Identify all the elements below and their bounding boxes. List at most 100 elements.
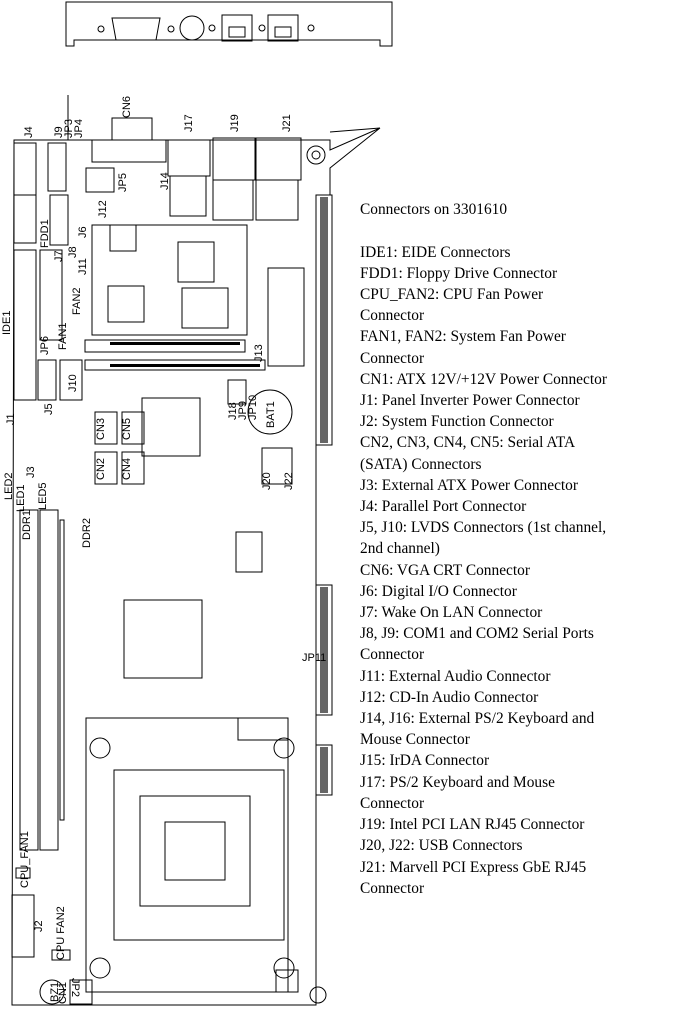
legend-entry: CN1: ATX 12V/+12V Power Connector	[360, 370, 607, 388]
legend-entry: J19: Intel PCI LAN RJ45 Connector	[360, 816, 585, 834]
label-j17: J17	[183, 114, 195, 132]
legend-entry: IDE1: EIDE Connectors	[360, 243, 511, 261]
label-led5: LED5	[37, 482, 49, 510]
label-jp9: JP9	[237, 401, 249, 420]
pci-edge-2	[315, 584, 333, 716]
legend-entry: J12: CD-In Audio Connector	[360, 688, 539, 706]
j19-rj45	[212, 137, 256, 181]
legend-entry: CPU_FAN2: CPU Fan Power Connector	[360, 286, 544, 325]
label-fan2: FAN2	[71, 287, 83, 315]
label-j21: J21	[281, 114, 293, 132]
ps2-port	[179, 15, 205, 41]
label-ddr2: DDR2	[81, 518, 93, 548]
label-cn4: CN4	[121, 458, 133, 480]
label-j8: J8	[67, 246, 79, 258]
label-jp2: JP2	[69, 978, 81, 997]
legend-entry: J8, J9: COM1 and COM2 Serial Ports Conne…	[360, 625, 594, 664]
sodimm-slot	[84, 339, 246, 353]
legend-entry: J2: System Function Connector	[360, 413, 554, 431]
legend-entry: J1: Panel Inverter Power Connector	[360, 392, 580, 410]
legend-entry: J21: Marvell PCI Express GbE RJ45 Connec…	[360, 858, 587, 897]
label-fan1: FAN1	[57, 322, 69, 350]
label-bat1: BAT1	[265, 401, 277, 428]
label-cn2: CN2	[95, 458, 107, 480]
cn2-sata	[94, 451, 118, 485]
bat1-battery	[247, 389, 293, 435]
southbridge	[141, 397, 201, 457]
label-j20: J20	[261, 472, 273, 490]
cn1-connector	[69, 979, 93, 1005]
vga-port	[111, 17, 161, 41]
j17-ps2	[167, 139, 211, 177]
label-jp4: JP4	[73, 119, 85, 138]
label-jp10: JP10	[247, 395, 259, 420]
label-cn3: CN3	[95, 418, 107, 440]
j2-header	[11, 894, 35, 958]
label-led2: LED2	[3, 472, 15, 500]
label-ddr1: DDR1	[21, 510, 33, 540]
legend-entry: CN6: VGA CRT Connector	[360, 561, 530, 579]
vga-screw-left	[97, 25, 105, 33]
board-outline	[11, 127, 381, 1006]
label-j19: J19	[229, 114, 241, 132]
pci-edge-1	[315, 194, 333, 446]
cn6-vga	[91, 139, 167, 163]
label-cn1: CN1	[57, 982, 69, 1004]
connector-legend: Connectors on 3301610 IDE1: EIDE Connect…	[360, 178, 678, 920]
fdd1-header	[13, 194, 37, 244]
label-j9: J9	[53, 126, 65, 138]
super-io-chip	[123, 599, 203, 679]
label-jp5: JP5	[117, 173, 129, 192]
legend-entry: J20, J22: USB Connectors	[360, 837, 523, 855]
cn5-sata	[121, 411, 145, 445]
legend-entry: J17: PS/2 Keyboard and Mouse Connector	[360, 773, 555, 812]
ide1-header	[13, 249, 37, 401]
label-j10: J10	[67, 374, 79, 392]
legend-entry: J11: External Audio Connector	[360, 667, 551, 685]
legend-entry: J7: Wake On LAN Connector	[360, 604, 543, 622]
northbridge	[91, 224, 248, 336]
label-j12: J12	[97, 200, 109, 218]
rj45-port-1	[221, 14, 253, 42]
legend-entry: J6: Digital I/O Connector	[360, 582, 517, 600]
j10-lvds	[59, 359, 83, 401]
label-j4: J4	[23, 126, 35, 138]
label-j2: J2	[33, 920, 45, 932]
label-j6: J6	[77, 226, 89, 238]
label-j22: J22	[283, 472, 295, 490]
legend-entry: J14, J16: External PS/2 Keyboard and Mou…	[360, 710, 595, 749]
pci-edge-3	[315, 744, 333, 796]
cpu-socket	[85, 717, 289, 993]
label-cpu-fan2: CPU FAN2	[55, 906, 67, 960]
ddr2-slot	[39, 509, 59, 851]
j4-header	[13, 142, 37, 244]
label-j13: J13	[253, 344, 265, 362]
legend-entry: J4: Parallel Port Connector	[360, 498, 527, 516]
label-j18: J18	[227, 402, 239, 420]
legend-entry: FAN1, FAN2: System Fan Power Connector	[360, 328, 566, 367]
legend-entry: J3: External ATX Power Connector	[360, 476, 578, 494]
label-cpu-fan1: CPU_FAN1	[19, 831, 31, 888]
label-fdd1: FDD1	[39, 219, 51, 248]
io-bracket	[65, 1, 393, 47]
label-j1: J1	[5, 413, 17, 425]
label-j11: J11	[77, 258, 89, 275]
label-j14: J14	[159, 172, 171, 190]
legend-entry: J5, J10: LVDS Connectors (1st channel, 2…	[360, 519, 607, 558]
label-jp11: JP11	[302, 652, 326, 664]
j9-header	[47, 142, 67, 192]
vga-screw-right	[167, 25, 175, 33]
label-j5: J5	[43, 403, 55, 415]
label-cn6: CN6	[121, 96, 133, 118]
label-jp6: JP6	[39, 336, 51, 355]
legend-entry: CN2, CN3, CN4, CN5: Serial ATA (SATA) Co…	[360, 434, 576, 473]
rj45-port-2	[267, 14, 299, 42]
label-j3: J3	[25, 466, 37, 478]
label-led1: LED1	[15, 484, 27, 512]
label-ide1: IDE1	[1, 311, 13, 335]
legend-title: Connectors on 3301610	[360, 201, 508, 219]
j5-lvds	[37, 359, 57, 401]
ddr1-slot	[19, 509, 39, 851]
